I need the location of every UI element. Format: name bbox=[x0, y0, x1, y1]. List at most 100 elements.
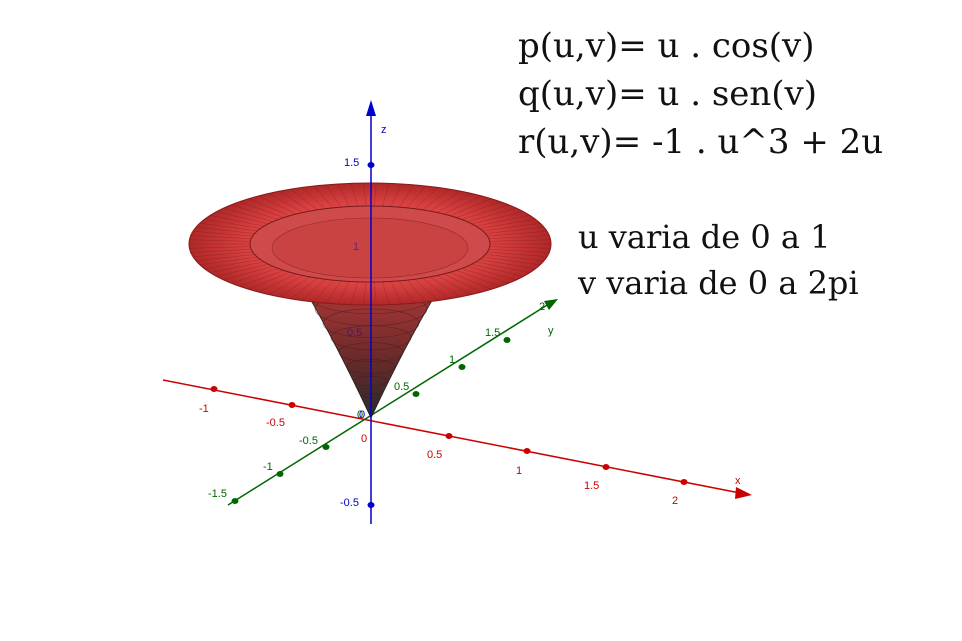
y-axis bbox=[227, 299, 558, 506]
tick-point bbox=[523, 448, 531, 454]
y-tick-label: 0.5 bbox=[394, 381, 409, 393]
y-tick-label: 0 bbox=[357, 409, 363, 421]
rim-mesh-line bbox=[373, 183, 377, 207]
rim-mesh-line bbox=[268, 275, 304, 295]
x-axis-label: x bbox=[735, 475, 741, 487]
rim-mesh-line bbox=[390, 183, 402, 207]
tick-point bbox=[367, 502, 375, 508]
y-tick-label: 2 bbox=[539, 301, 545, 313]
rim-mesh-line bbox=[268, 193, 304, 213]
tick-point bbox=[231, 498, 239, 504]
x-tick-label: 2 bbox=[672, 495, 678, 507]
x-tick-label: -0.5 bbox=[266, 417, 285, 429]
rim-mesh-line bbox=[443, 273, 482, 293]
rim-mesh-line bbox=[429, 190, 461, 212]
x-tick-label: -1 bbox=[199, 403, 209, 415]
rim-mesh-line bbox=[279, 190, 311, 212]
rim-mesh-line bbox=[488, 249, 550, 253]
rim-mesh-line bbox=[363, 281, 367, 305]
rim-mesh-line bbox=[422, 188, 450, 211]
rim-mesh-line bbox=[471, 211, 524, 225]
rim-mesh-line bbox=[382, 281, 390, 305]
tick-point bbox=[680, 479, 688, 485]
rim-mesh-line bbox=[485, 254, 545, 262]
rim-mesh-line bbox=[450, 272, 492, 290]
rim-mesh-line bbox=[485, 226, 545, 234]
z-tick-label: -0.5 bbox=[340, 497, 359, 509]
rim-mesh-line bbox=[482, 222, 541, 232]
y-tick-label: -0.5 bbox=[299, 435, 318, 447]
rim-mesh-line bbox=[461, 268, 509, 284]
tick-point bbox=[412, 391, 420, 397]
rim-mesh-line bbox=[231, 204, 279, 220]
rim-mesh-line bbox=[406, 279, 427, 303]
rim-mesh-line bbox=[363, 183, 367, 207]
tick-point bbox=[503, 337, 511, 343]
rim-mesh-line bbox=[248, 272, 290, 290]
rim-mesh-line bbox=[192, 251, 253, 257]
rim-mesh-line bbox=[302, 279, 326, 301]
rim-mesh-line bbox=[216, 211, 269, 225]
rim-mesh-line bbox=[302, 187, 326, 209]
rim-mesh-line bbox=[487, 251, 548, 257]
x-tick-label: 0.5 bbox=[427, 449, 442, 461]
rim-mesh-line bbox=[488, 235, 550, 239]
equation-p: p(u,v)= u . cos(v) bbox=[518, 26, 815, 66]
equation-q: q(u,v)= u . sen(v) bbox=[518, 74, 818, 114]
v-range-note: v varia de 0 a 2pi bbox=[578, 264, 859, 302]
x-axis bbox=[162, 379, 752, 499]
rim-mesh-line bbox=[482, 256, 541, 266]
rim-mesh-line bbox=[467, 207, 517, 222]
rim-mesh-line bbox=[479, 259, 536, 270]
rim-mesh-line bbox=[195, 254, 255, 262]
rim-mesh-line bbox=[258, 195, 297, 215]
rim-mesh-line bbox=[489, 246, 551, 249]
equation-r: r(u,v)= -1 . u^3 + 2u bbox=[518, 122, 884, 162]
rim-mesh-line bbox=[204, 218, 261, 229]
rim-mesh-line bbox=[350, 281, 358, 305]
z-axis-label: z bbox=[381, 124, 387, 136]
tick-point bbox=[367, 162, 375, 168]
rim-mesh-line bbox=[248, 198, 290, 216]
y-tick-label: 1 bbox=[449, 354, 455, 366]
rim-mesh-line bbox=[326, 280, 342, 304]
rim-mesh-line bbox=[373, 281, 377, 305]
rim-mesh-line bbox=[422, 277, 450, 300]
rim-mesh-line bbox=[290, 277, 318, 300]
rim-mesh-line bbox=[192, 231, 253, 237]
rim-mesh-line bbox=[189, 239, 251, 242]
x-tick-label: 1.5 bbox=[584, 480, 599, 492]
rim-mesh-line bbox=[479, 218, 536, 229]
rim-mesh-line bbox=[390, 281, 402, 305]
rim-mesh-line bbox=[199, 256, 258, 266]
rim-mesh-line bbox=[204, 259, 261, 270]
rim-mesh-line bbox=[258, 273, 297, 293]
rim-mesh-line bbox=[326, 184, 342, 208]
rim-mesh-line bbox=[189, 246, 251, 249]
tick-point bbox=[288, 402, 296, 408]
rim-mesh-line bbox=[406, 185, 427, 209]
rim-mesh-line bbox=[475, 261, 530, 273]
y-tick-label: 1.5 bbox=[485, 327, 500, 339]
x-tick-label: 0 bbox=[361, 433, 367, 445]
rim-mesh-line bbox=[450, 198, 492, 216]
surface bbox=[188, 182, 552, 419]
tick-point bbox=[210, 386, 218, 392]
tick-points bbox=[210, 162, 688, 508]
rim-mesh-line bbox=[216, 263, 269, 277]
rim-mesh-line bbox=[210, 261, 265, 273]
rim-mesh-line bbox=[190, 235, 252, 239]
rim-mesh-line bbox=[195, 226, 255, 234]
rim-mesh-line bbox=[190, 249, 252, 253]
rim-mesh-line bbox=[471, 263, 524, 277]
rim-mesh-line bbox=[489, 239, 551, 242]
y-tick-label: -1 bbox=[263, 461, 273, 473]
rim-mesh-line bbox=[456, 270, 501, 287]
rim-mesh-line bbox=[398, 280, 414, 304]
z-tick-label: 0 bbox=[359, 409, 365, 421]
rim-mesh-line bbox=[199, 222, 258, 232]
tick-point bbox=[458, 364, 466, 370]
u-range-note: u varia de 0 a 1 bbox=[578, 218, 831, 256]
rim-mesh-line bbox=[231, 268, 279, 284]
